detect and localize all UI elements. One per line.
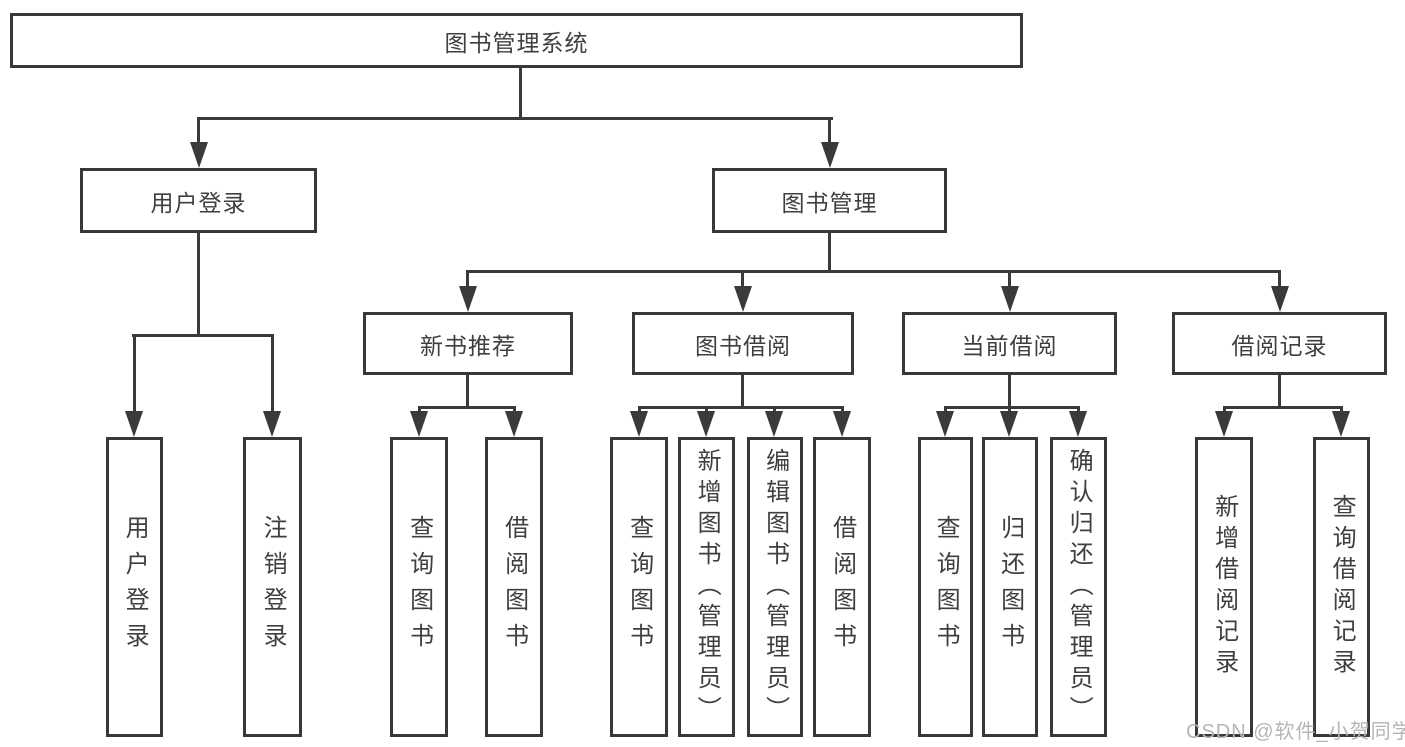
watermark-text: CSDN @软件_小贺同学	[1186, 721, 1405, 743]
connector-line	[828, 117, 831, 144]
node-user-login-label: 用户登录	[150, 189, 247, 216]
connector-line	[1278, 375, 1281, 408]
arrowhead	[1332, 411, 1350, 437]
leaf-recommend-query-books: 查询图书	[390, 437, 448, 737]
connector-line	[197, 117, 200, 144]
arrowhead	[765, 411, 783, 437]
connector-line	[513, 406, 516, 414]
connector-line	[1278, 270, 1281, 288]
connector-line	[271, 334, 274, 412]
node-root: 图书管理系统	[10, 13, 1023, 68]
connector-line	[466, 270, 1281, 273]
connector-line	[741, 270, 744, 288]
leaf-borrowing-add-books-admin-label: 新增图书（管理员）	[693, 447, 721, 727]
arrowhead	[459, 286, 477, 312]
leaf-user-login-label: 用户登录	[121, 515, 149, 659]
leaf-recommend-borrow-books-label: 借阅图书	[500, 515, 528, 659]
leaf-current-query-books: 查询图书	[918, 437, 973, 737]
leaf-borrowing-edit-books-admin-label: 编辑图书（管理员）	[761, 447, 789, 727]
connector-line	[1008, 270, 1011, 288]
connector-line	[944, 406, 1080, 409]
leaf-current-return-books: 归还图书	[982, 437, 1038, 737]
node-current-borrowing-label: 当前借阅	[961, 332, 1058, 359]
arrowhead	[190, 142, 208, 168]
arrowhead	[833, 411, 851, 437]
leaf-recommend-query-books-label: 查询图书	[405, 515, 433, 659]
connector-line	[418, 406, 421, 414]
arrowhead	[1001, 286, 1019, 312]
arrowhead	[630, 411, 648, 437]
node-book-management: 图书管理	[712, 168, 947, 233]
leaf-logout-login: 注销登录	[243, 437, 302, 737]
connector-line	[705, 406, 708, 414]
connector-line	[773, 406, 776, 414]
connector-line	[132, 334, 274, 337]
arrowhead	[821, 142, 839, 168]
leaf-borrowing-add-books-admin: 新增图书（管理员）	[678, 437, 735, 737]
arrowhead	[936, 411, 954, 437]
leaf-records-query-record-label: 查询借阅记录	[1328, 494, 1356, 680]
arrowhead	[125, 411, 143, 437]
connector-line	[133, 334, 136, 412]
arrowhead	[1000, 411, 1018, 437]
leaf-borrowing-edit-books-admin: 编辑图书（管理员）	[747, 437, 803, 737]
node-root-label: 图书管理系统	[444, 29, 589, 56]
leaf-current-confirm-return-admin-label: 确认归还（管理员）	[1065, 447, 1093, 727]
leaf-borrowing-query-books-label: 查询图书	[625, 515, 653, 659]
connector-line	[841, 406, 844, 414]
arrowhead	[410, 411, 428, 437]
node-borrowing-records-label: 借阅记录	[1231, 332, 1328, 359]
leaf-current-return-books-label: 归还图书	[996, 515, 1024, 659]
connector-line	[1223, 406, 1343, 409]
arrowhead	[1069, 411, 1087, 437]
leaf-records-query-record: 查询借阅记录	[1313, 437, 1370, 737]
leaf-borrowing-borrow-books: 借阅图书	[813, 437, 871, 737]
connector-line	[197, 233, 200, 337]
node-book-borrowing-label: 图书借阅	[695, 332, 791, 359]
connector-line	[828, 233, 831, 273]
connector-line	[741, 375, 744, 408]
arrowhead	[263, 411, 281, 437]
connector-line	[1008, 406, 1011, 414]
leaf-user-login: 用户登录	[106, 437, 163, 737]
connector-line	[197, 117, 833, 120]
connector-line	[1077, 406, 1080, 414]
connector-line	[638, 406, 641, 414]
leaf-borrowing-query-books: 查询图书	[610, 437, 668, 737]
node-new-book-recommend-label: 新书推荐	[420, 332, 516, 359]
node-user-login: 用户登录	[80, 168, 317, 233]
arrowhead	[697, 411, 715, 437]
arrowhead	[734, 286, 752, 312]
arrowhead	[505, 411, 523, 437]
node-new-book-recommend: 新书推荐	[363, 312, 573, 375]
leaf-records-add-record-label: 新增借阅记录	[1210, 494, 1238, 680]
connector-line	[944, 406, 947, 414]
leaf-borrowing-borrow-books-label: 借阅图书	[828, 515, 856, 659]
connector-line	[1340, 406, 1343, 414]
node-current-borrowing: 当前借阅	[902, 312, 1117, 375]
node-book-borrowing: 图书借阅	[632, 312, 854, 375]
connector-line	[466, 270, 469, 288]
connector-line	[1008, 375, 1011, 408]
leaf-logout-login-label: 注销登录	[259, 515, 287, 659]
leaf-recommend-borrow-books: 借阅图书	[485, 437, 543, 737]
arrowhead	[1215, 411, 1233, 437]
leaf-records-add-record: 新增借阅记录	[1195, 437, 1253, 737]
leaf-current-query-books-label: 查询图书	[932, 515, 960, 659]
leaf-current-confirm-return-admin: 确认归还（管理员）	[1050, 437, 1107, 737]
node-borrowing-records: 借阅记录	[1172, 312, 1387, 375]
connector-line	[418, 406, 516, 409]
arrowhead	[1271, 286, 1289, 312]
node-book-management-label: 图书管理	[781, 189, 878, 216]
connector-line	[519, 67, 522, 119]
connector-line	[1223, 406, 1226, 414]
connector-line	[466, 375, 469, 408]
connector-line	[638, 406, 844, 409]
